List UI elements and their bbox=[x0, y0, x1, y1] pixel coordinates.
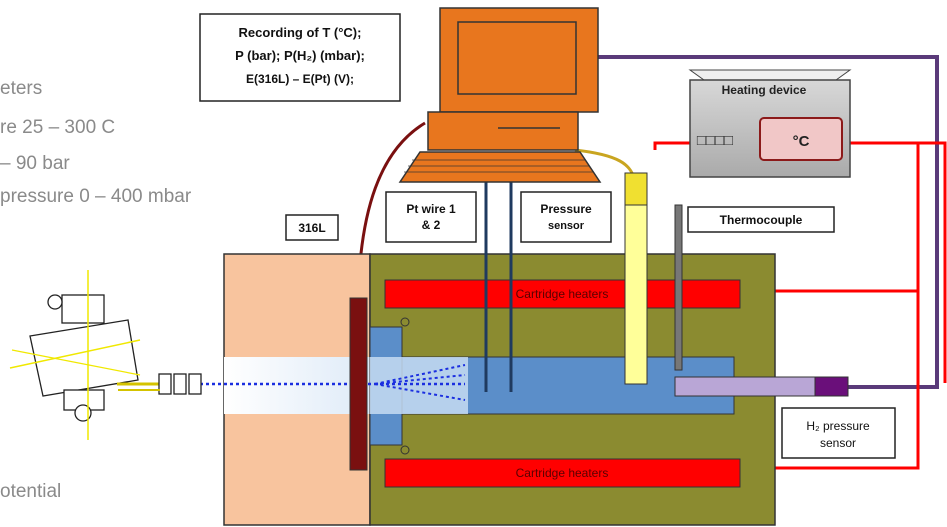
heating-display-digits: □□□□ bbox=[697, 132, 733, 149]
pt-wire-label-box bbox=[385, 191, 477, 243]
cartridge-heater-bottom-label: Cartridge heaters bbox=[516, 466, 609, 480]
laser-device bbox=[9, 270, 202, 440]
recording-box bbox=[199, 13, 401, 102]
steel-label-box bbox=[285, 214, 339, 241]
cartridge-heater-top-label: Cartridge heaters bbox=[516, 287, 609, 301]
steel-electrode bbox=[349, 297, 368, 471]
left-text-line-4: pressure 0 – 400 mbar bbox=[0, 186, 192, 207]
pressure-label-line-1: Pressure bbox=[540, 202, 592, 216]
left-text-line-3: – 90 bar bbox=[0, 153, 70, 174]
heating-device-top bbox=[688, 69, 852, 81]
steel-label: 316L bbox=[298, 221, 325, 235]
purple-cable bbox=[596, 55, 939, 389]
heating-device-label: Heating device bbox=[722, 83, 807, 97]
left-text-line-1: eters bbox=[0, 78, 43, 99]
h2-sensor-end bbox=[814, 376, 849, 397]
computer-case bbox=[427, 111, 579, 151]
heater-wire-bottom bbox=[740, 291, 920, 470]
window-glass bbox=[370, 357, 468, 414]
h2-sensor-label-line-1: H₂ pressure bbox=[806, 419, 870, 433]
heating-display bbox=[759, 117, 843, 161]
pressure-label-line-2: sensor bbox=[548, 220, 585, 232]
thermocouple-probe bbox=[674, 204, 683, 371]
monitor-screen bbox=[457, 21, 577, 95]
pressure-label-box bbox=[520, 191, 612, 243]
seal-bottom bbox=[400, 445, 410, 455]
left-text-line-2: re 25 – 300 C bbox=[0, 117, 116, 138]
heater-wire-left bbox=[653, 141, 690, 150]
h2-label-box bbox=[781, 407, 896, 459]
pt-wire-label-line-1: Pt wire 1 bbox=[406, 202, 456, 216]
recording-label-line-1: Recording of T (°C); bbox=[239, 25, 362, 40]
keyboard-keys bbox=[404, 159, 594, 173]
pt-wire-label-line-2: & 2 bbox=[422, 218, 441, 232]
thermocouple-label: Thermocouple bbox=[720, 213, 803, 227]
pressure-sensor-cap bbox=[624, 172, 648, 206]
recording-label-line-2: P (bar); P(H₂) (mbar); bbox=[235, 48, 365, 63]
h2-sensor-body bbox=[674, 376, 816, 397]
seal-top bbox=[400, 317, 410, 327]
left-text-line-5: otential bbox=[0, 481, 62, 502]
heating-display-unit: °C bbox=[793, 133, 810, 150]
h2-sensor-label-line-2: sensor bbox=[820, 436, 856, 450]
thermocouple-label-box bbox=[687, 206, 835, 233]
heater-wire-right bbox=[850, 141, 947, 383]
recording-label-line-3: E(316L) – E(Pt) (V); bbox=[246, 72, 354, 86]
computer-keyboard bbox=[398, 151, 602, 183]
cartridge-heater-bottom bbox=[384, 458, 741, 488]
